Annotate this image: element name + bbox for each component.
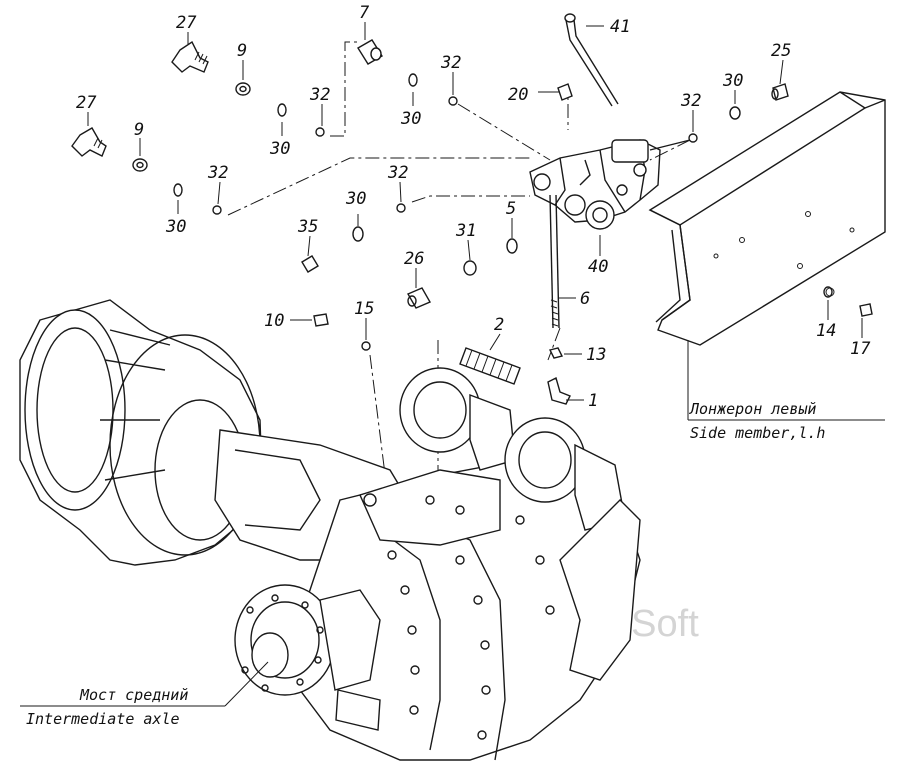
axle-label-ru: Мост средний — [79, 686, 188, 704]
elbow-fitting-27-top — [171, 40, 209, 73]
part-label: 26 — [404, 249, 424, 269]
elbow-fitting-27-bottom — [71, 127, 107, 157]
stud-rod-6 — [549, 194, 560, 329]
side-member — [648, 91, 886, 346]
part-label: 32 — [387, 163, 408, 183]
part-label: 32 — [440, 53, 461, 73]
part-label-leaders — [87, 22, 863, 401]
part-label: 32 — [207, 163, 228, 183]
bolt-10 — [313, 313, 329, 327]
o-rings-30 — [173, 73, 741, 242]
nut-13 — [548, 347, 564, 359]
flange-bolts — [241, 594, 324, 692]
part-label: 30 — [722, 71, 743, 91]
plug-20 — [557, 83, 573, 101]
o-ring-5 — [506, 238, 518, 254]
part-label: 17 — [850, 339, 871, 359]
intermediate-axle — [19, 299, 641, 761]
part-label: 27 — [76, 93, 97, 113]
part-label: 25 — [771, 41, 791, 61]
side-member-label-en: Side member,l.h — [690, 424, 825, 442]
part-label: 9 — [134, 120, 144, 140]
part-label: 32 — [680, 91, 701, 111]
nut-9-top — [235, 82, 251, 96]
o-ring-31 — [463, 260, 477, 276]
part-label: 7 — [359, 3, 370, 23]
washer-14 — [823, 286, 833, 298]
carrier-bolts — [387, 515, 555, 740]
part-label: 15 — [354, 299, 374, 319]
part-label: 30 — [165, 217, 186, 237]
nut-15 — [361, 341, 371, 351]
hose-2 — [459, 347, 521, 385]
part-label: 32 — [309, 85, 330, 105]
nut-17 — [859, 303, 873, 317]
part-label: 30 — [269, 139, 290, 159]
part-label: 20 — [508, 85, 528, 105]
part-label: 13 — [586, 345, 606, 365]
part-label: 41 — [610, 17, 630, 37]
part-label: 30 — [345, 189, 366, 209]
part-label: 27 — [176, 13, 197, 33]
part-label: 1 — [588, 391, 598, 411]
part-label: 5 — [506, 199, 516, 219]
callout-leaders — [20, 340, 885, 707]
washers-32 — [212, 96, 698, 215]
axle-label-en: Intermediate axle — [26, 710, 180, 728]
part-label: 31 — [455, 221, 476, 241]
part-label: 14 — [816, 321, 836, 341]
part-number-labels: 27 27 9 9 7 32 32 32 32 32 30 30 30 30 3… — [76, 3, 871, 411]
part-label: 2 — [494, 315, 504, 335]
breather-tube-41 — [564, 13, 619, 107]
part-label: 35 — [297, 217, 318, 237]
side-member-label-ru: Лонжерон левый — [688, 400, 816, 418]
fitting-26 — [407, 287, 431, 309]
nut-9-bottom — [132, 158, 148, 172]
part-label: 40 — [588, 257, 608, 277]
part-label: 9 — [237, 41, 247, 61]
fitting-35 — [301, 255, 319, 273]
part-label: 10 — [264, 311, 284, 331]
part-label: 30 — [400, 109, 421, 129]
fitting-1 — [547, 376, 571, 405]
fitting-25 — [771, 83, 789, 101]
valve-assembly-40 — [529, 139, 691, 230]
part-label: 6 — [580, 289, 590, 309]
union-7 — [357, 39, 383, 65]
